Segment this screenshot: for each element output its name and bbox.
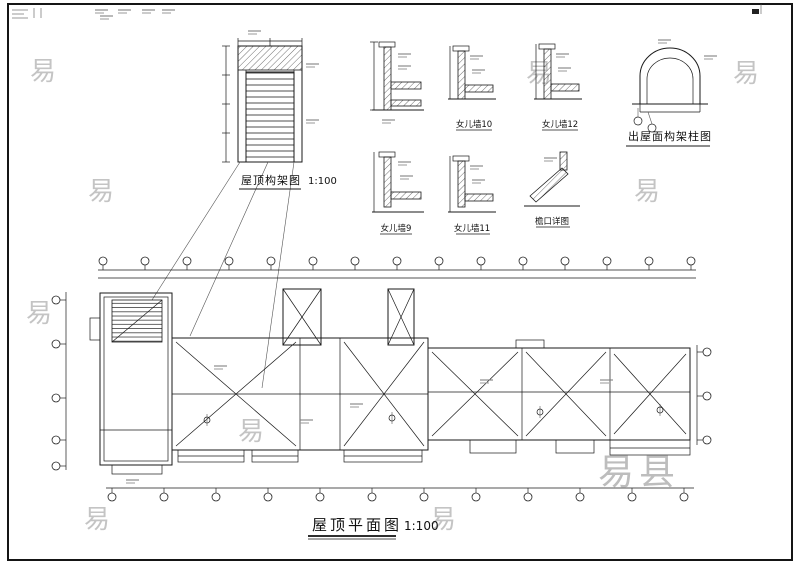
roof-plan-title-scale: 1:100 (404, 519, 439, 533)
watermark-glyph: 易 (84, 505, 110, 535)
axis-bubbles-top (98, 256, 696, 279)
detail-eave: 檐口详图 (524, 151, 580, 228)
corner-mark (752, 9, 759, 14)
detail-parapet-11: 女儿墙11 (448, 155, 496, 235)
watermark-glyph: 易 (733, 59, 759, 89)
roof-frame-title-text: 屋顶构架图 (241, 173, 301, 187)
projection-lines (151, 161, 295, 389)
watermark-glyph: 易 (634, 177, 660, 207)
axis-bubbles-bottom (106, 487, 694, 502)
watermark-glyph: 易 (238, 417, 264, 447)
sheet-border (7, 3, 793, 561)
roof-frame-title-scale: 1:100 (308, 176, 337, 187)
watermark-glyph: 易 (30, 57, 56, 87)
roof-plan-title-text: 屋顶平面图 (312, 516, 402, 534)
detail-label-parapet-12: 女儿墙12 (542, 119, 578, 130)
detail-label-eave: 檐口详图 (535, 216, 569, 227)
detail-label-parapet-11: 女儿墙11 (454, 223, 490, 234)
axis-bubbles-left (51, 292, 67, 471)
detail-label-parapet-9: 女儿墙9 (381, 223, 412, 234)
axis-bubbles-right (696, 345, 712, 445)
plan-left-wing (89, 292, 173, 475)
detail-parapet-12: 女儿墙12 (534, 43, 582, 131)
roof-frame-detail (222, 30, 320, 163)
roof-frame-title: 屋顶构架图 1:100 (239, 173, 337, 190)
plan-middle-wing (171, 288, 429, 463)
plan-tower (282, 288, 322, 346)
watermark-corner-text: 易县 (598, 452, 680, 493)
watermark-layer: 易 易 易 易 易 易 易 易 易 易县 (26, 57, 759, 535)
column-frame-title-text: 出屋面构架柱图 (628, 129, 712, 143)
detail-parapet-9: 女儿墙9 (372, 151, 424, 235)
roof-plan (51, 256, 712, 502)
roof-plan-title: 屋顶平面图 1:100 (308, 516, 439, 540)
plan-annotations (125, 365, 614, 484)
watermark-glyph: 易 (88, 177, 114, 207)
watermark-glyph: 易 (26, 299, 52, 329)
plan-right-wing (427, 339, 691, 456)
detail-parapet-8 (370, 41, 424, 124)
watermark-glyph: 易 (430, 505, 456, 535)
detail-label-parapet-10: 女儿墙10 (456, 119, 492, 130)
plan-tower (387, 288, 415, 346)
detail-parapet-10: 女儿墙10 (448, 45, 496, 131)
plan-roof-drains (203, 404, 664, 426)
column-frame-detail: 出屋面构架柱图 (626, 39, 718, 147)
